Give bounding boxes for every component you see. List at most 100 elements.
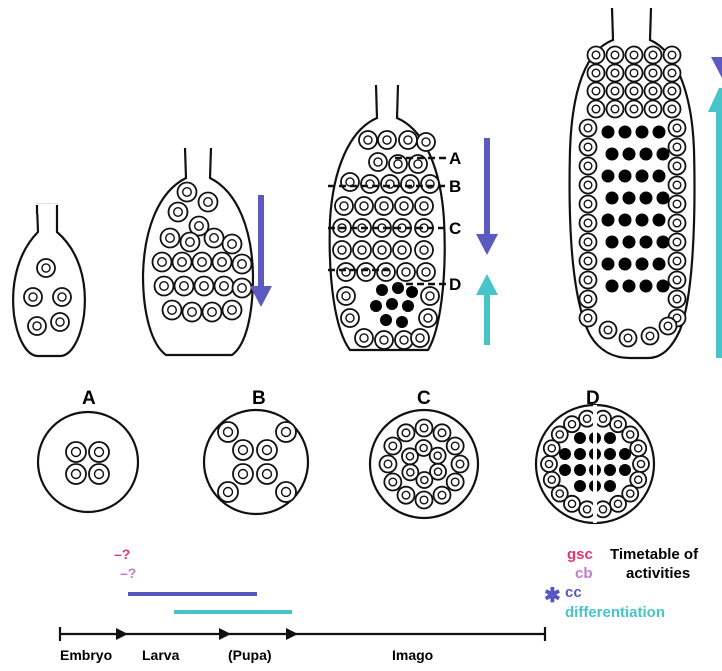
cystocyte-dot — [380, 314, 392, 326]
cell — [357, 263, 375, 281]
cell — [218, 422, 238, 442]
cystocyte-dot — [619, 448, 631, 460]
cystocyte-dot — [602, 214, 615, 227]
germarium-adult-mature — [570, 8, 695, 358]
cell — [669, 177, 686, 194]
cell — [669, 158, 686, 175]
cell — [645, 83, 662, 100]
cystocyte-dot — [623, 236, 636, 249]
adult-down-arrow — [476, 138, 498, 255]
cystocyte-dot — [640, 280, 653, 293]
cell — [607, 101, 624, 118]
cystocyte-dot — [640, 148, 653, 161]
cell — [669, 196, 686, 213]
cell — [373, 241, 391, 259]
cell — [66, 442, 86, 462]
cell — [600, 322, 617, 339]
cystocyte-dot — [574, 480, 586, 492]
cross-section-a — [38, 412, 138, 512]
cross-section-b — [204, 410, 308, 514]
cell — [588, 47, 605, 64]
cystocyte-dot — [619, 126, 632, 139]
cell — [178, 183, 197, 202]
stage-pupa: (Pupa) — [228, 647, 272, 663]
cell — [452, 456, 469, 473]
cell — [181, 233, 200, 252]
cell — [580, 196, 597, 213]
cystocyte-dot — [559, 448, 571, 460]
cell — [669, 253, 686, 270]
cell — [89, 464, 109, 484]
cell — [626, 101, 643, 118]
mature-down-arrow-partial — [711, 57, 722, 78]
cell — [664, 65, 681, 82]
cell — [337, 287, 355, 305]
cell — [276, 422, 296, 442]
cystocyte-dot — [636, 126, 649, 139]
cell — [417, 263, 435, 281]
cell — [580, 253, 597, 270]
cell — [610, 496, 626, 512]
cell — [37, 259, 55, 277]
cell — [161, 229, 180, 248]
cell — [417, 133, 435, 151]
cystocyte-dot — [402, 300, 414, 312]
cell — [580, 177, 597, 194]
cell — [341, 309, 359, 327]
cell — [395, 331, 413, 349]
cell — [215, 277, 234, 296]
cell — [580, 139, 597, 156]
cell — [398, 487, 415, 504]
cell — [169, 203, 188, 222]
cell — [416, 492, 433, 509]
cell — [645, 47, 662, 64]
cell — [416, 420, 433, 437]
cell — [447, 474, 464, 491]
cell — [53, 288, 71, 306]
cystocyte-dot — [606, 236, 619, 249]
cell — [669, 120, 686, 137]
cell — [411, 329, 429, 347]
stage-imago: Imago — [392, 647, 433, 663]
cell — [163, 301, 182, 320]
cell — [664, 83, 681, 100]
cell — [626, 83, 643, 100]
cell — [580, 158, 597, 175]
cell — [607, 83, 624, 100]
cell — [397, 263, 415, 281]
cystocyte-dot — [640, 236, 653, 249]
germarium-adult-early — [330, 85, 445, 350]
cystocyte-dot — [636, 214, 649, 227]
cell — [607, 47, 624, 64]
cell — [669, 234, 686, 251]
cystocyte-dot — [623, 192, 636, 205]
cell — [398, 424, 415, 441]
cell — [579, 411, 595, 427]
cell — [401, 175, 419, 193]
cell — [380, 456, 397, 473]
cell — [645, 65, 662, 82]
cut-label-d: D — [449, 275, 461, 294]
legend-gsc: gsc — [567, 546, 593, 563]
cell — [660, 318, 677, 335]
cut-label-b: B — [449, 177, 461, 196]
cystocyte-dot — [619, 214, 632, 227]
cell — [384, 438, 401, 455]
cut-label-c: C — [449, 219, 461, 238]
cell — [595, 501, 611, 517]
cross-section-d — [536, 405, 654, 523]
legend-timetable-line1: Timetable of — [610, 546, 699, 563]
cystocyte-dot — [640, 192, 653, 205]
section-label-b: B — [252, 388, 266, 409]
cystocyte-dot — [657, 192, 670, 205]
cell — [630, 440, 646, 456]
cystocyte-dot — [619, 170, 632, 183]
cystocyte-dot — [657, 148, 670, 161]
cell — [28, 317, 46, 335]
cell — [89, 442, 109, 462]
cell — [381, 175, 399, 193]
cystocyte-dot — [604, 448, 616, 460]
cystocyte-dot — [653, 126, 666, 139]
germarium-embryo — [13, 204, 85, 356]
